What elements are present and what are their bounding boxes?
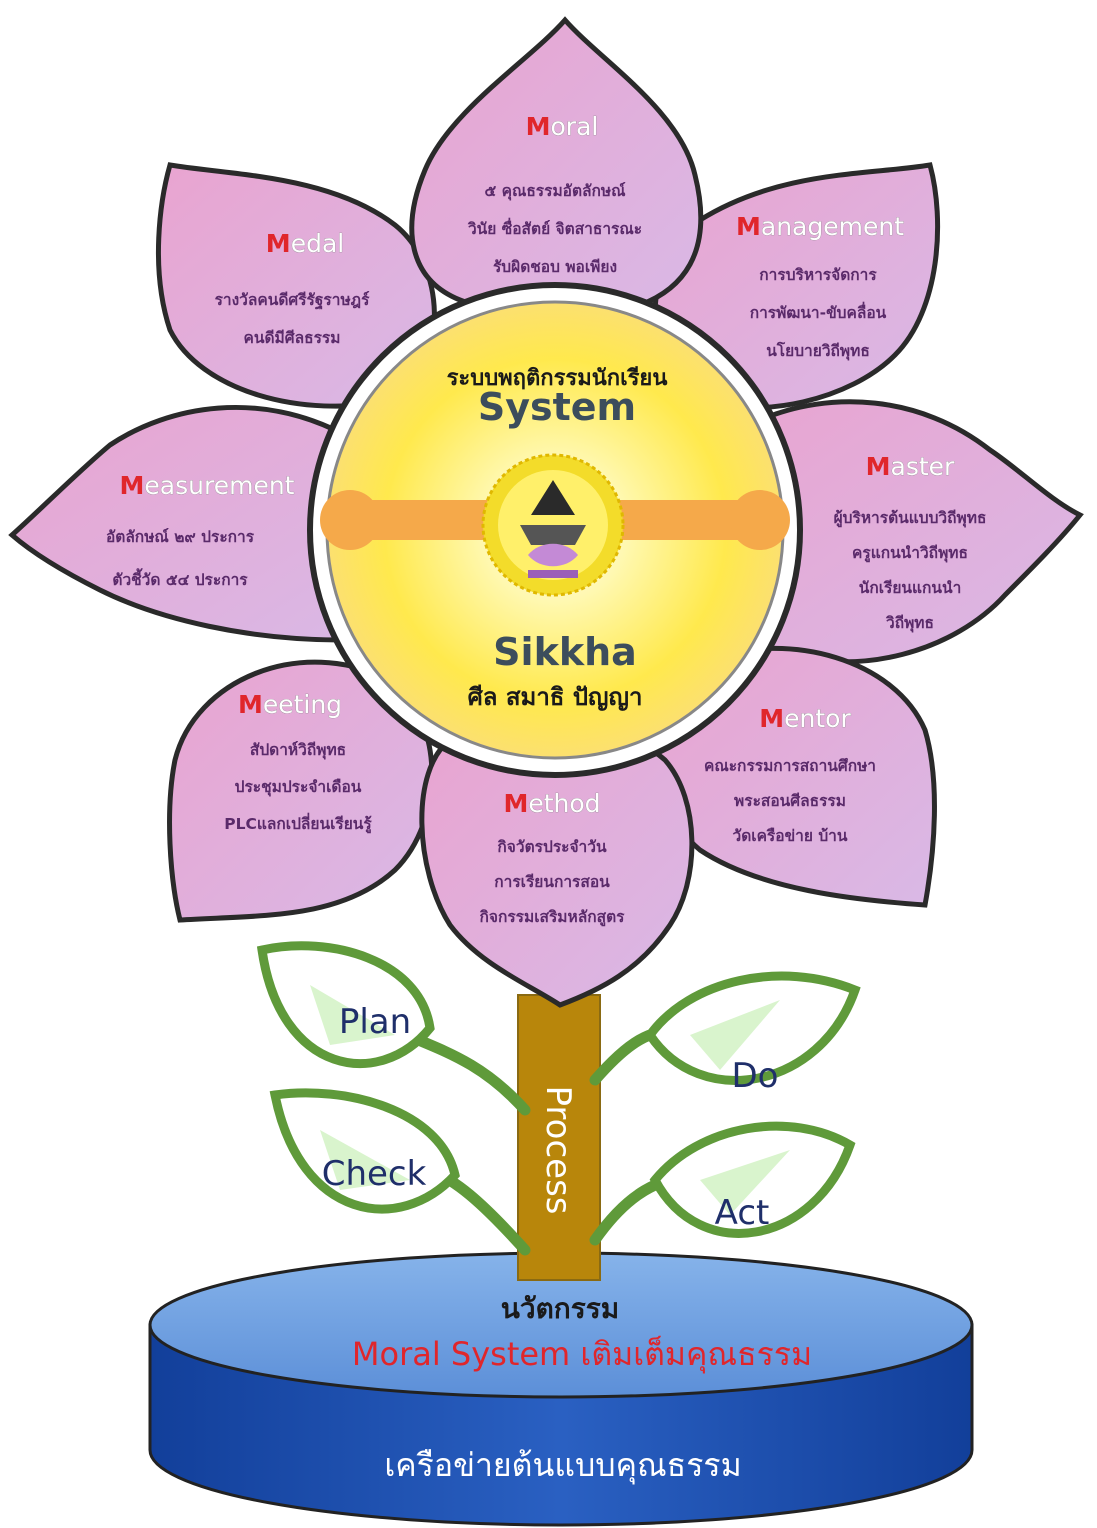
management-line-3: นโยบายวิถีพุทธ (766, 341, 870, 361)
leaf-act (649, 1121, 856, 1238)
mentor-line-2: พระสอนศีลธรรม (734, 792, 846, 810)
master-line-4: วิถีพุทธ (886, 614, 934, 633)
method-line-3: กิจกรรมเสริมหลักสูตร (480, 908, 626, 928)
method-line-2: การเรียนการสอน (494, 873, 610, 891)
stem (517, 994, 601, 1281)
center-system: System (478, 385, 636, 429)
base-innovation: นวัตกรรม (501, 1292, 620, 1325)
school-emblem-icon (481, 453, 625, 597)
center-sikkha: Sikkha (493, 630, 637, 674)
method-line-1: กิจวัตรประจำวัน (497, 838, 607, 856)
medal-line-1: รางวัลคนดีศรีรัฐราษฎร์ (215, 291, 371, 310)
moral-line-2: วินัย ซื่อสัตย์ จิตสาธารณะ (468, 217, 642, 238)
meeting-line-1: สัปดาห์วิถีพุทธ (250, 741, 346, 760)
petal-title-measurement: Measurement (120, 471, 295, 500)
petal-title-mentor: Mentor (759, 704, 851, 733)
petal-title-moral: Moral (526, 112, 599, 141)
leaf-do (644, 971, 861, 1085)
leaf-label-plan: Plan (339, 1002, 411, 1042)
meeting-line-2: ประชุมประจำเดือน (235, 778, 362, 797)
master-line-2: ครูแกนนำวิถีพุทธ (852, 544, 968, 564)
meeting-line-3: PLCแลกเปลี่ยนเรียนรู้ (224, 812, 372, 835)
mentor-line-1: คณะกรรมการสถานศึกษา (704, 757, 876, 775)
center-thai-title: ระบบพฤติกรรมนักเรียน (447, 366, 668, 391)
base-network: เครือข่ายต้นแบบคุณธรรม (384, 1446, 741, 1485)
measurement-line-2: ตัวชี้วัด ๕๔ ประการ (112, 568, 248, 589)
master-line-3: นักเรียนแกนนำ (859, 579, 962, 597)
leaf-label-check: Check (322, 1154, 427, 1194)
moral-line-1: ๕ คุณธรรมอัตลักษณ์ (484, 182, 626, 201)
base-moral-system: Moral System เติมเต็มคุณธรรม (352, 1335, 812, 1374)
petal-title-method: Method (503, 789, 600, 818)
leaf-check (269, 1088, 460, 1214)
medal-line-2: คนดีมีศีลธรรม (244, 329, 341, 347)
petal-title-meeting: Meeting (238, 690, 342, 719)
management-line-1: การบริหารจัดการ (759, 266, 877, 284)
center-sila: ศีล สมาธิ ปัญญา (468, 683, 643, 711)
master-line-1: ผู้บริหารต้นแบบวิถีพุทธ (834, 509, 987, 529)
petal-title-medal: Medal (266, 229, 344, 258)
leaf-label-act: Act (715, 1193, 770, 1233)
management-line-2: การพัฒนา-ขับคลื่อน (750, 301, 887, 322)
mentor-line-3: วัดเครือข่าย บ้าน (733, 827, 848, 845)
leaf-plan (256, 941, 435, 1068)
leaf-label-do: Do (732, 1056, 779, 1096)
moral-line-3: รับผิดชอบ พอเพียง (493, 258, 617, 276)
measurement-line-1: อัตลักษณ์ ๒๙ ประการ (106, 528, 255, 546)
petal-title-master: Master (866, 452, 955, 481)
petal-title-management: Management (736, 212, 904, 241)
stem-label: Process (538, 1086, 578, 1215)
